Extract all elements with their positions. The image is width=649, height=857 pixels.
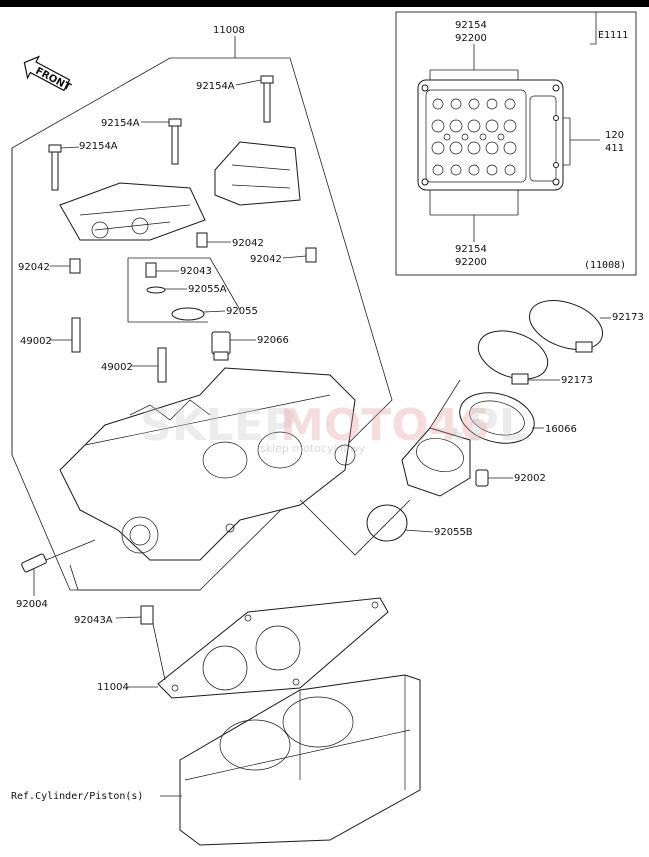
label-inset-120: 120 xyxy=(605,130,624,141)
label-92004: 92004 xyxy=(16,599,48,610)
dowel-92042-right xyxy=(305,247,317,263)
screw-92002 xyxy=(475,469,489,487)
inset-box: E1111 (11008) 92154 92200 92154 92200 12… xyxy=(395,11,637,276)
inset-ref: (11008) xyxy=(584,260,626,271)
label-49002-b: 49002 xyxy=(101,362,133,373)
label-92055: 92055 xyxy=(226,306,258,317)
label-ref-cylinder: Ref.Cylinder/Piston(s) xyxy=(11,791,143,802)
clamp-92173-b xyxy=(477,330,549,385)
label-inset-92200-bottom: 92200 xyxy=(455,257,487,268)
front-badge: FRONT xyxy=(23,55,73,94)
dowel-92042-mid xyxy=(196,232,208,248)
label-inset-92154-top: 92154 xyxy=(455,20,487,31)
watermark: SKLEP MOTO46 .PL sklep motocyklowy xyxy=(140,400,527,455)
label-92154A-top: 92154A xyxy=(196,81,235,92)
watermark-sub: sklep motocyklowy xyxy=(260,442,366,455)
head-gasket-11004 xyxy=(157,597,389,699)
plug-92066 xyxy=(211,331,231,361)
stud-92004 xyxy=(21,553,47,573)
label-92055B: 92055B xyxy=(434,527,473,538)
dowel-92043 xyxy=(145,262,157,278)
guide-49002-b xyxy=(157,347,167,383)
watermark-main-c: .PL xyxy=(450,400,527,451)
dowel-92043A xyxy=(140,605,154,625)
cylinder-block xyxy=(179,674,421,846)
label-92043: 92043 xyxy=(180,266,212,277)
watermark-main-b: MOTO46 xyxy=(280,400,490,451)
label-49002-a: 49002 xyxy=(20,336,52,347)
label-16066: 16066 xyxy=(545,424,577,435)
label-11008: 11008 xyxy=(213,25,245,36)
label-92042-left: 92042 xyxy=(18,262,50,273)
inset-head-topview xyxy=(417,79,564,191)
oring-92055 xyxy=(171,307,205,321)
dowel-92042-left xyxy=(69,258,81,274)
label-92066: 92066 xyxy=(257,335,289,346)
label-92043A: 92043A xyxy=(74,615,113,626)
label-inset-92200-top: 92200 xyxy=(455,33,487,44)
camshaft-holder-right xyxy=(214,141,301,206)
top-bar xyxy=(0,0,649,7)
bolt-92154A-left xyxy=(48,144,62,191)
label-92154A-mid: 92154A xyxy=(101,118,140,129)
label-11004: 11004 xyxy=(97,682,129,693)
front-badge-text: FRONT xyxy=(33,66,72,94)
label-92002: 92002 xyxy=(514,473,546,484)
label-92173-b: 92173 xyxy=(561,375,593,386)
label-92042-right: 92042 xyxy=(250,254,282,265)
bolt-92154A-mid xyxy=(168,118,182,165)
guide-49002-a xyxy=(71,317,81,353)
cylinder-head xyxy=(59,367,356,561)
inset-code: E1111 xyxy=(598,30,628,41)
oring-92055A xyxy=(146,286,166,294)
label-92042-mid: 92042 xyxy=(232,238,264,249)
clamp-92173-a xyxy=(529,300,603,353)
label-inset-411: 411 xyxy=(605,143,624,154)
label-92055A: 92055A xyxy=(188,284,227,295)
camshaft-holder-left xyxy=(59,182,206,241)
label-inset-92154-bottom: 92154 xyxy=(455,244,487,255)
watermark-main-a: SKLEP xyxy=(140,400,296,451)
label-92154A-left: 92154A xyxy=(79,141,118,152)
bolt-92154A-top xyxy=(260,75,274,123)
label-92173-a: 92173 xyxy=(612,312,644,323)
